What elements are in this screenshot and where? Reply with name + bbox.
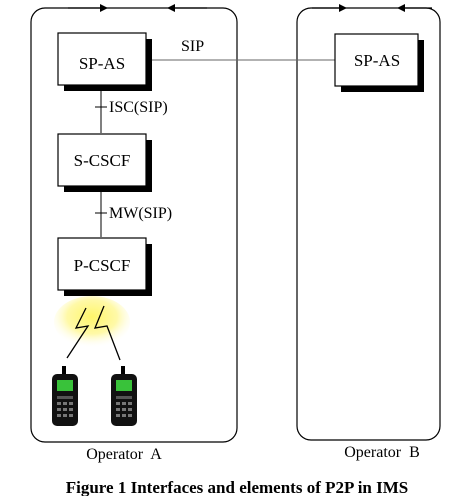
- operator-b-arrows: [312, 4, 432, 12]
- p-cscf-label: P-CSCF: [74, 256, 131, 275]
- sp-as-a-label: SP-AS: [79, 54, 125, 73]
- isc-interface-label: ISC(SIP): [109, 99, 168, 116]
- s-cscf-node: S-CSCF: [57, 133, 152, 192]
- mobile-phone-icon: [111, 366, 137, 426]
- p-cscf-node: P-CSCF: [57, 237, 152, 296]
- mw-interface-label: MW(SIP): [109, 205, 172, 222]
- sp-as-b-node: SP-AS: [334, 33, 424, 92]
- isc-interface: ISC(SIP): [95, 99, 168, 116]
- figure-caption: Figure 1 Interfaces and elements of P2P …: [65, 478, 409, 496]
- sp-as-b-label: SP-AS: [354, 51, 400, 70]
- lightning-bolt-icon: [66, 305, 121, 361]
- operator-b-label: Operator B: [344, 444, 420, 461]
- radio-link-glow: [54, 296, 130, 348]
- operator-a-label: Operator A: [86, 446, 162, 463]
- mobile-phone-icon: [52, 366, 78, 426]
- s-cscf-label: S-CSCF: [74, 151, 131, 170]
- mw-interface: MW(SIP): [95, 205, 172, 222]
- sp-as-a-node: SP-AS: [57, 32, 152, 91]
- operator-b-domain: [296, 4, 441, 441]
- operator-a-domain: [30, 4, 238, 443]
- sip-interface-label: SIP: [181, 38, 204, 55]
- operator-a-arrows: [68, 4, 207, 12]
